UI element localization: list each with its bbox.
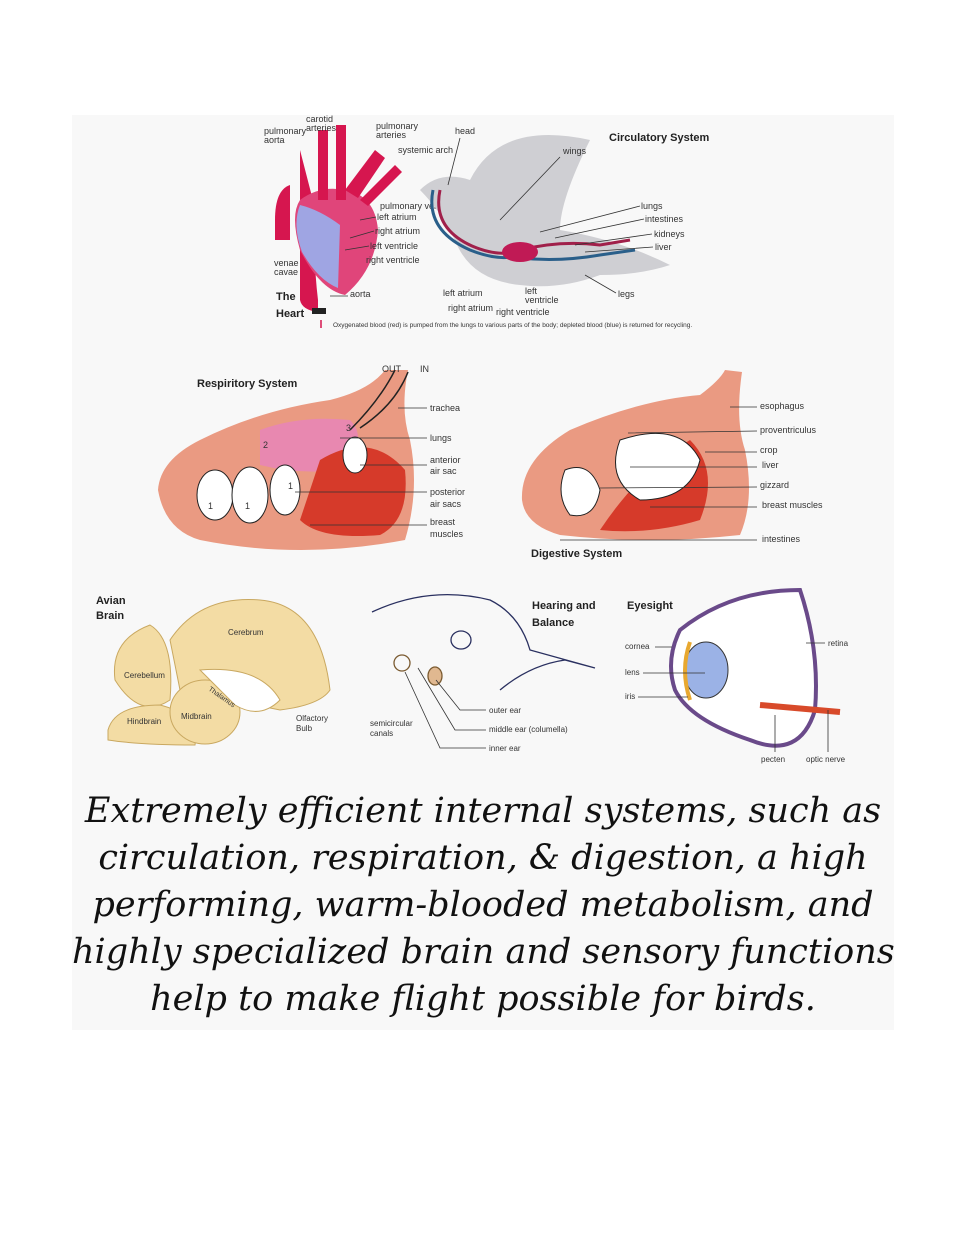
brain-label: Cerebrum [228, 628, 264, 637]
respiratory-title: Respiritory System [197, 378, 297, 390]
digest-label: crop [760, 445, 778, 455]
caption-line: circulation, respiration, & digestion, a… [98, 838, 868, 878]
heart-label: pulmonary [264, 126, 307, 136]
caption-line: performing, warm-blooded metabolism, and [92, 885, 874, 925]
resp-label: posterior [430, 487, 465, 497]
heart-label: venae [274, 258, 299, 268]
bird-label: right ventricle [496, 307, 550, 317]
eye-label: iris [625, 692, 635, 701]
bird-label: left atrium [443, 288, 483, 298]
bird-label: legs [618, 289, 635, 299]
air-sac-number: 1 [245, 501, 250, 511]
eye-label: pecten [761, 755, 785, 764]
heart-label: aorta [350, 289, 371, 299]
ear-label: outer ear [489, 706, 521, 715]
ear-label: canals [370, 729, 393, 738]
air-sac-number: 1 [208, 501, 213, 511]
digest-label: liver [762, 460, 779, 470]
digest-label: breast muscles [762, 500, 823, 510]
resp-label: anterior [430, 455, 461, 465]
eye-label: cornea [625, 642, 650, 651]
hearing-title: Balance [532, 617, 574, 629]
eyesight-title: Eyesight [627, 600, 673, 612]
eye-illustration [669, 587, 841, 748]
resp-label: air sac [430, 466, 457, 476]
eye-label: retina [828, 639, 849, 648]
circulatory-title: Circulatory System [609, 132, 709, 144]
digest-label: gizzard [760, 480, 789, 490]
caption-line: Extremely efficient internal systems, su… [84, 791, 882, 831]
heart-title: Heart [276, 308, 304, 320]
resp-label: breast [430, 517, 456, 527]
hearing-title: Hearing and [532, 600, 596, 612]
heart-label: left ventricle [370, 241, 418, 251]
bird-label: intestines [645, 214, 684, 224]
digestive-title: Digestive System [531, 548, 622, 560]
bird-label: head [455, 126, 475, 136]
brain-label: Bulb [296, 724, 313, 733]
heart-label: cavae [274, 267, 298, 277]
air-sac-number: 2 [263, 440, 268, 450]
brain-label: Midbrain [181, 712, 212, 721]
bird-label: left [525, 286, 538, 296]
out-label: OUT [382, 364, 402, 374]
eye-label: lens [625, 668, 640, 677]
brain-label: Hindbrain [127, 717, 161, 726]
caption: Extremely efficient internal systems, su… [72, 788, 895, 1023]
brain-label: Cerebellum [124, 671, 165, 680]
air-sac-number: 3 [346, 423, 351, 433]
respiratory-illustration [158, 369, 414, 550]
bird-label: lungs [641, 201, 663, 211]
resp-label: air sacs [430, 499, 462, 509]
in-label: IN [420, 364, 429, 374]
digest-label: proventriculus [760, 425, 817, 435]
heart-label: right atrium [375, 226, 420, 236]
bird-head-illustration [371, 594, 596, 691]
ear-label: semicircular [370, 719, 413, 728]
heart-label: pulmonary veins [380, 201, 446, 211]
digestive-illustration [521, 370, 749, 540]
heart-label: aorta [264, 135, 285, 145]
heart-label: systemic arch [398, 145, 453, 155]
ear-label: middle ear (columella) [489, 725, 568, 734]
heart-label: pulmonary [376, 121, 419, 131]
heart-label: arteries [376, 130, 407, 140]
bird-label: kidneys [654, 229, 685, 239]
caption-line: help to make flight possible for birds. [150, 979, 816, 1019]
heart-label: left atrium [377, 212, 417, 222]
heart-title: The [276, 291, 296, 303]
bird-label: right atrium [448, 303, 493, 313]
resp-label: lungs [430, 433, 452, 443]
digest-label: esophagus [760, 401, 805, 411]
ear-label: inner ear [489, 744, 521, 753]
bird-label: wings [562, 146, 587, 156]
heart-illustration [275, 125, 402, 314]
brain-title: Brain [96, 610, 124, 622]
heart-label: arteries [306, 123, 337, 133]
bird-label: ventricle [525, 295, 559, 305]
bird-label: liver [655, 242, 672, 252]
caption-line: highly specialized brain and sensory fun… [72, 932, 895, 972]
resp-label: trachea [430, 403, 460, 413]
heart-label: carotid [306, 114, 333, 124]
air-sac-number: 1 [288, 481, 293, 491]
brain-illustration [107, 599, 331, 746]
brain-label: Olfactory [296, 714, 328, 723]
circulation-note: Oxygenated blood (red) is pumped from th… [333, 322, 692, 329]
bird-circulation-illustration [420, 135, 670, 287]
eye-label: optic nerve [806, 755, 846, 764]
brain-title: Avian [96, 595, 126, 607]
digest-label: intestines [762, 534, 801, 544]
heart-label: right ventricle [366, 255, 420, 265]
resp-label: muscles [430, 529, 464, 539]
